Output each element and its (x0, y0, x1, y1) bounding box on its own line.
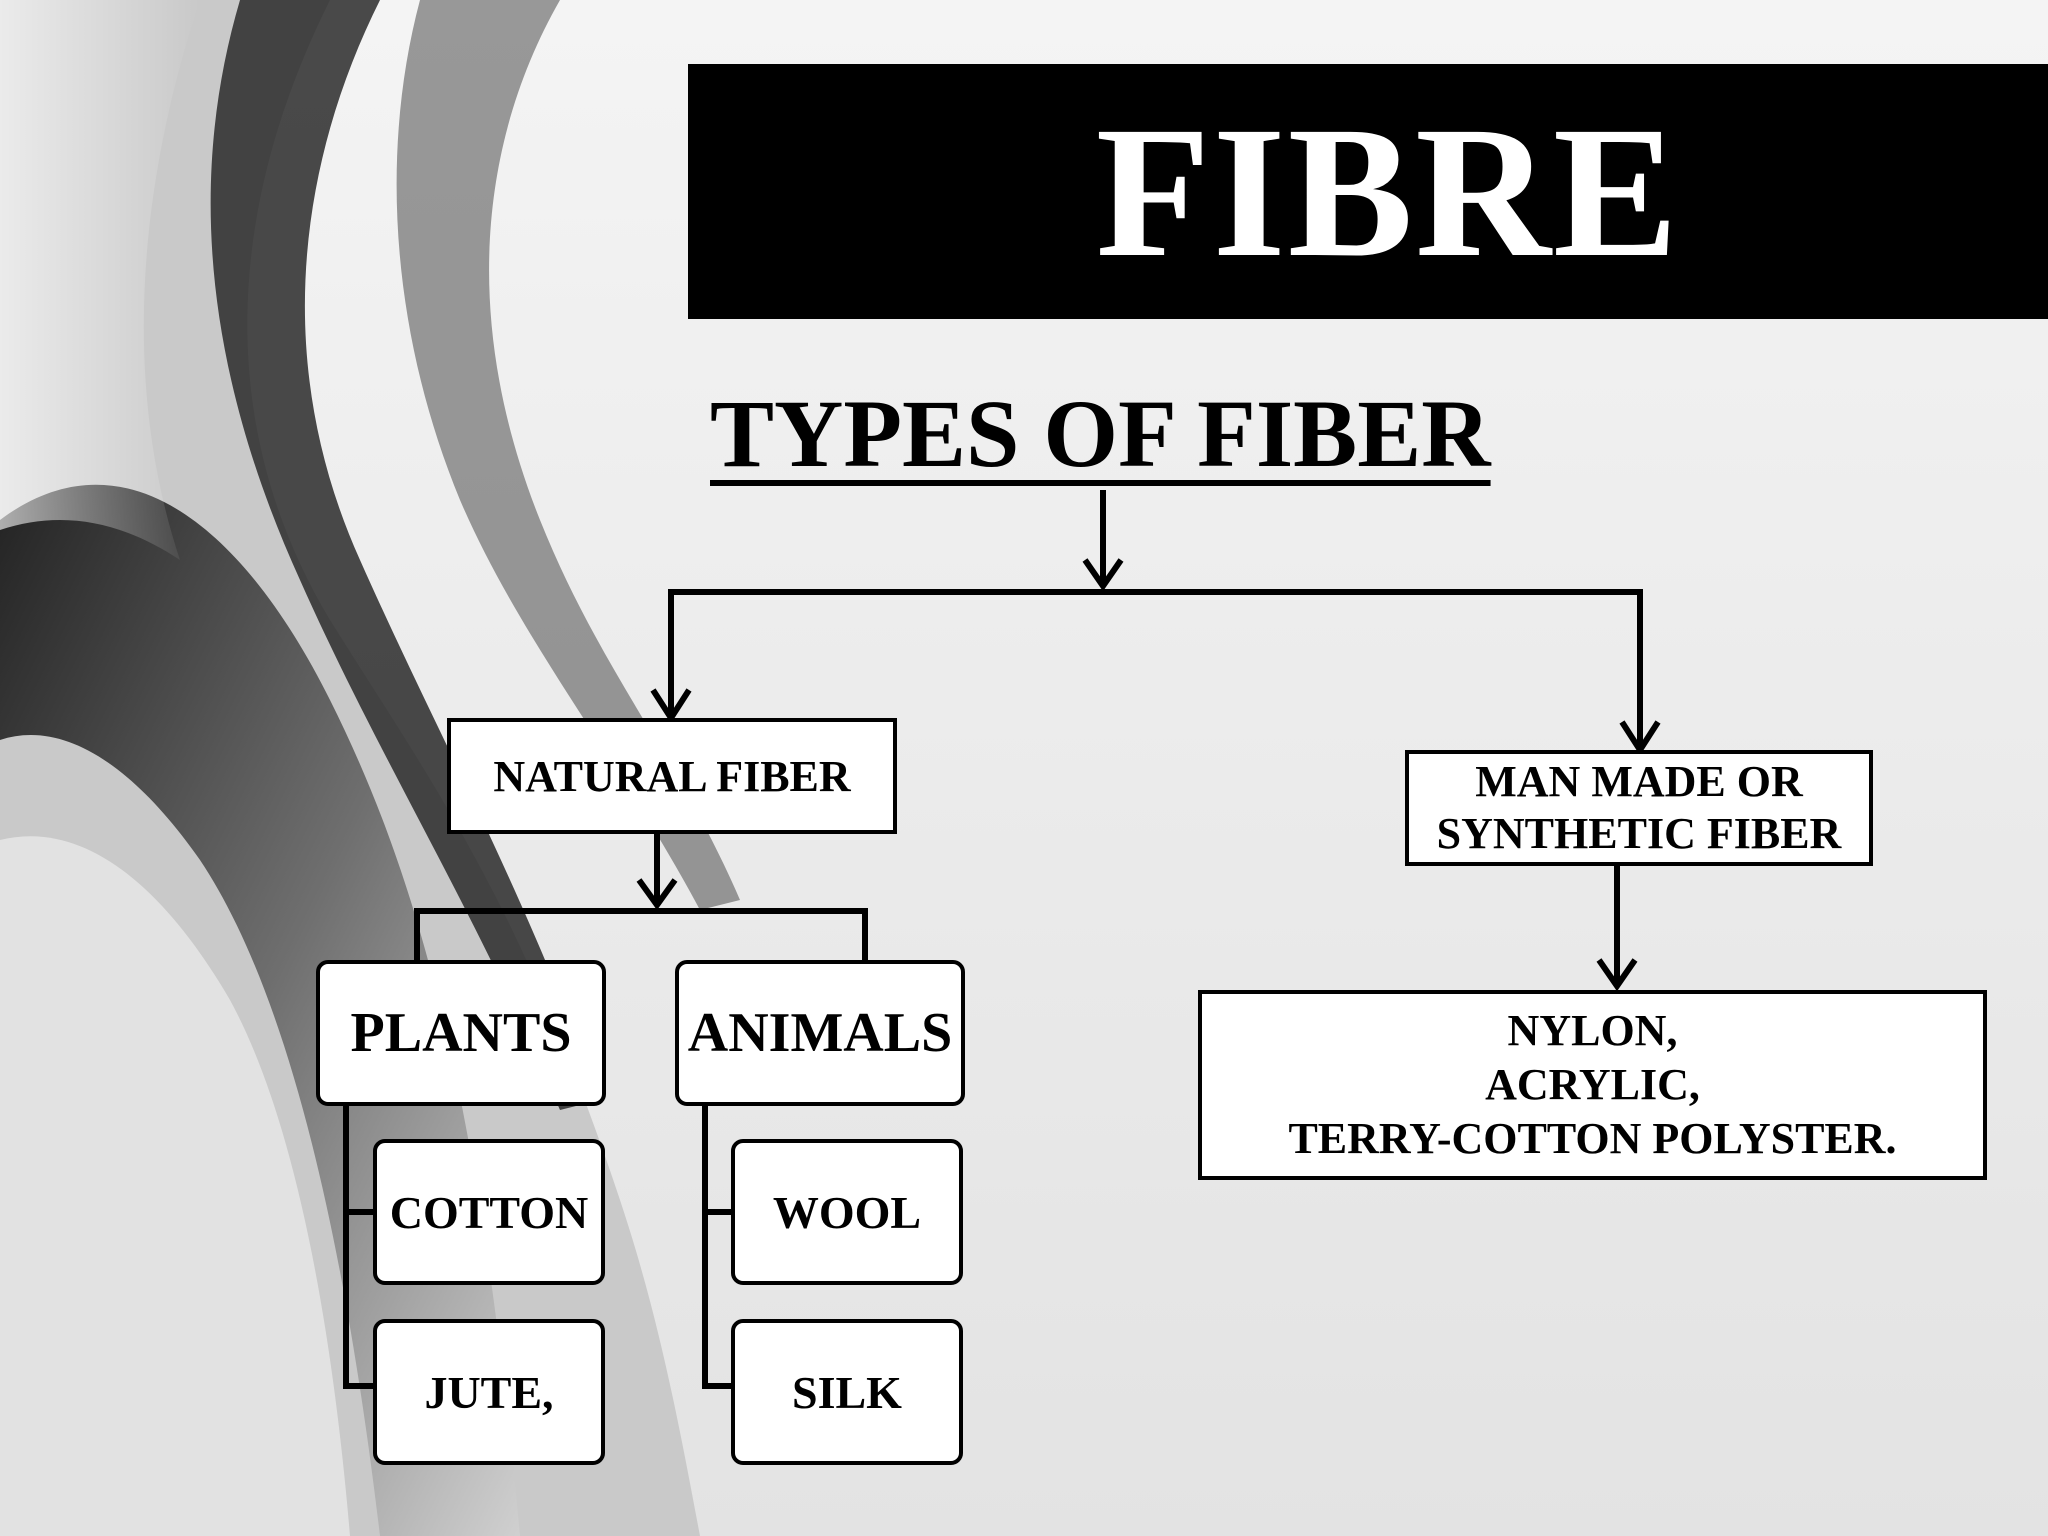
animals-label: ANIMALS (687, 1002, 953, 1064)
manmade-line-1: MAN MADE OR (1475, 757, 1803, 806)
diagram-heading: TYPES OF FIBER (710, 380, 1491, 487)
wool-label: WOOL (772, 1186, 922, 1238)
plants-box: PLANTS (316, 960, 606, 1106)
title-bar: FIBRE (688, 64, 2048, 319)
synthetic-examples-box: NYLON, ACRYLIC, TERRY-COTTON POLYSTER. (1198, 990, 1987, 1180)
cotton-label: COTTON (389, 1186, 589, 1238)
main-split-line (668, 589, 1643, 750)
plants-animals-branch (414, 908, 868, 960)
jute-label: JUTE, (424, 1366, 554, 1418)
slide-title: FIBRE (1095, 87, 1681, 296)
manmade-down-arrowhead (1596, 958, 1638, 992)
jute-box: JUTE, (373, 1319, 605, 1465)
manmade-line-2: SYNTHETIC FIBER (1436, 809, 1842, 858)
cotton-box: COTTON (373, 1139, 605, 1285)
natural-down-arrowhead (636, 878, 678, 911)
animals-branch (702, 1106, 731, 1389)
synthetic-line-1: NYLON, (1507, 1006, 1678, 1055)
synthetic-line-3: TERRY-COTTON POLYSTER. (1288, 1114, 1897, 1163)
synthetic-line-2: ACRYLIC, (1485, 1060, 1700, 1109)
natural-fiber-box: NATURAL FIBER (447, 718, 897, 834)
natural-fiber-label: NATURAL FIBER (493, 751, 851, 801)
silk-label: SILK (792, 1366, 902, 1418)
plants-branch (343, 1106, 373, 1389)
silk-box: SILK (731, 1319, 963, 1465)
animals-box: ANIMALS (675, 960, 965, 1106)
plants-label: PLANTS (350, 1002, 572, 1064)
heading-arrowhead (1082, 558, 1124, 592)
wool-box: WOOL (731, 1139, 963, 1285)
manmade-fiber-box: MAN MADE OR SYNTHETIC FIBER (1405, 750, 1873, 866)
